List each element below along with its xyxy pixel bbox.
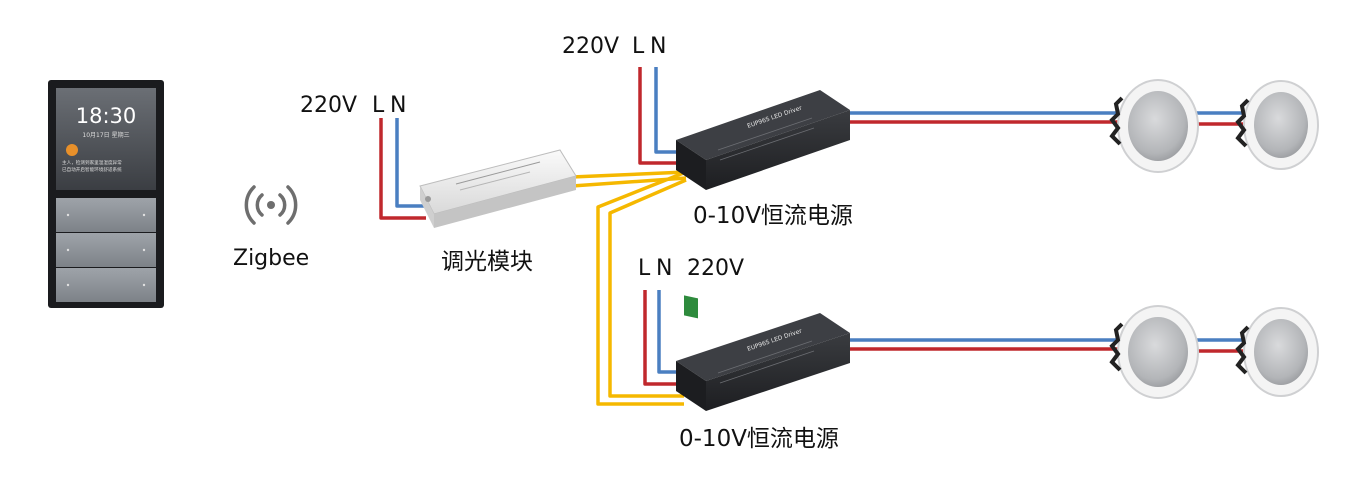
panel-screen [56,88,156,190]
panel-date: 10月17日 星期三 [82,131,129,139]
wireless-signal-icon [244,185,298,225]
zigbee-label: Zigbee [233,246,310,271]
downlight-icon [1109,305,1199,399]
dimmer-caption: 调光模块 [441,249,533,275]
control-wire-top-1 [571,170,687,179]
led-driver-bottom: EUP96S LED Driver [676,313,850,411]
control-wire-bottom-2 [608,178,687,398]
panel-notice-line1: 主人，检测到家里温湿度异常 [62,159,122,166]
panel-notice-icon [66,144,78,156]
dimmer-mains-voltage: 220V [300,93,358,118]
dimmer-n-label: N [390,93,407,118]
panel-time: 18:30 [76,104,137,128]
led-driver-top: EUP96S LED Driver [676,90,850,319]
panel-button-2 [56,233,156,267]
panel-button-3 [56,268,156,302]
dimmer-neutral-wire [395,118,426,208]
driver-bottom-l-label: L [638,256,651,281]
driver-top-l-label: L [632,34,645,59]
dimmer-l-label: L [372,93,385,118]
smart-panel: 18:30 10月17日 星期三 主人，检测到家里温湿度异常 已自动开启智能环境… [48,80,164,308]
downlight-icon [1235,80,1319,170]
panel-button-1 [56,198,156,232]
driver-bottom-caption: 0-10V恒流电源 [679,426,839,452]
wires [379,67,1243,406]
driver-top-mains-voltage: 220V [562,34,620,59]
driver-top-live-wire [638,67,684,165]
downlight-icon [1235,307,1319,397]
panel-notice-line2: 已自动开启智能环境舒适系统 [62,166,122,173]
dimmer-module [419,149,577,228]
dimmer-live-wire [379,118,426,220]
driver-bottom-neutral-wire [657,290,684,374]
driver-bottom-n-label: N [656,256,673,281]
downlight-icon [1109,79,1199,173]
control-wire-bottom-1 [596,170,687,406]
driver-top-caption: 0-10V恒流电源 [693,203,853,229]
driver-bottom-mains-voltage: 220V [687,256,745,281]
driver-top-neutral-wire [654,67,684,154]
driver-top-n-label: N [650,34,667,59]
driver-bottom-live-wire [643,290,684,386]
